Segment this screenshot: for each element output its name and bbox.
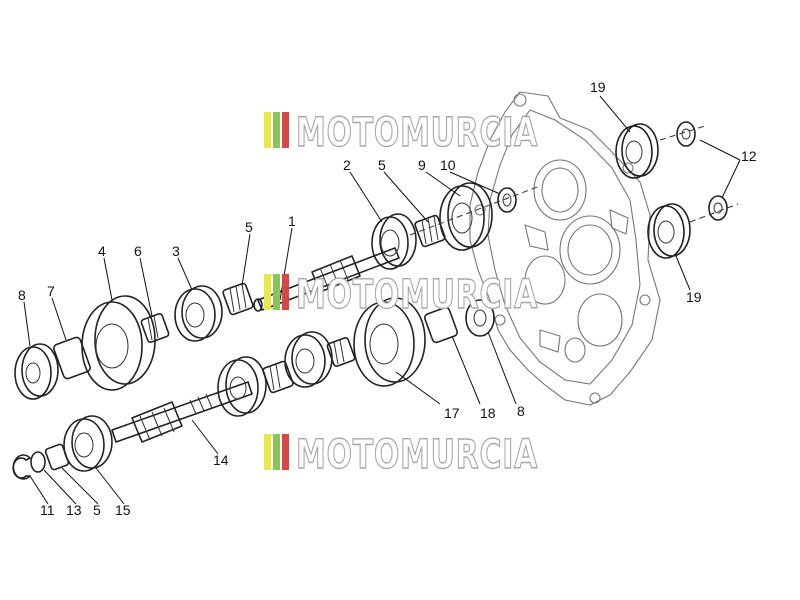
leader-lines	[23, 95, 741, 505]
callout-5-middle: 5	[245, 219, 253, 235]
watermark-text-top: MOTOMURCIA	[296, 110, 538, 156]
callout-5-lower: 5	[93, 502, 101, 518]
callout-13: 13	[66, 502, 82, 518]
circlip-11	[12, 454, 31, 480]
hub-18	[423, 306, 459, 344]
callout-19-upper: 19	[590, 79, 606, 95]
gear-large-17	[353, 297, 426, 387]
watermark-bottom: MOTOMURCIA	[264, 431, 538, 479]
callout-15: 15	[115, 502, 131, 518]
callout-6: 6	[134, 243, 142, 259]
watermark-text-bottom: MOTOMURCIA	[296, 432, 538, 478]
washer-13	[30, 451, 46, 473]
bearing-lower-a	[262, 360, 294, 394]
callout-11: 11	[40, 502, 55, 518]
callout-17: 17	[444, 405, 460, 421]
watermark-text-middle: MOTOMURCIA	[296, 272, 538, 318]
gear-15	[63, 415, 113, 472]
callout-7: 7	[47, 283, 55, 299]
callout-10: 10	[440, 157, 456, 173]
callout-12: 12	[741, 148, 757, 164]
gearbox-casing	[469, 91, 661, 406]
centerlines	[409, 125, 739, 236]
callout-5-upper: 5	[378, 157, 386, 173]
gear-upper-19	[615, 123, 659, 179]
callouts: 1 2 5 9 10 5 3 6 4 7 8 19 12 19 17 18 8 …	[18, 79, 757, 518]
gear-upper-9	[439, 182, 493, 251]
hub-sleeve-7	[53, 336, 91, 380]
layshaft-14	[111, 381, 253, 443]
callout-14: 14	[213, 452, 229, 468]
callout-3: 3	[172, 243, 180, 259]
watermark-middle: MOTOMURCIA	[264, 271, 538, 319]
needle-bearing-middle	[222, 282, 254, 316]
bearing-lower-c	[326, 337, 356, 367]
callout-4: 4	[98, 243, 106, 259]
dog-ring-right-8	[465, 299, 495, 337]
gear-large-4	[81, 295, 156, 391]
callout-8-right: 8	[517, 403, 525, 419]
gear-lower-19	[647, 203, 691, 259]
callout-19-lower: 19	[686, 289, 702, 305]
gear-3	[174, 285, 223, 342]
washer-lower-12	[708, 195, 728, 221]
needle-bearing-lower	[44, 443, 70, 471]
washer-upper-12	[676, 121, 696, 147]
main-shaft	[253, 247, 400, 312]
gear-dog-clutch-upper	[371, 213, 417, 270]
callout-18: 18	[480, 405, 496, 421]
callout-9: 9	[418, 157, 426, 173]
thrust-washer-10	[497, 187, 517, 213]
callout-1: 1	[288, 213, 296, 229]
dog-ring-left-8	[14, 343, 59, 400]
watermark-top: MOTOMURCIA	[264, 109, 538, 157]
callout-2: 2	[343, 157, 351, 173]
callout-8-left: 8	[18, 287, 26, 303]
dog-ring-lower	[217, 356, 267, 417]
